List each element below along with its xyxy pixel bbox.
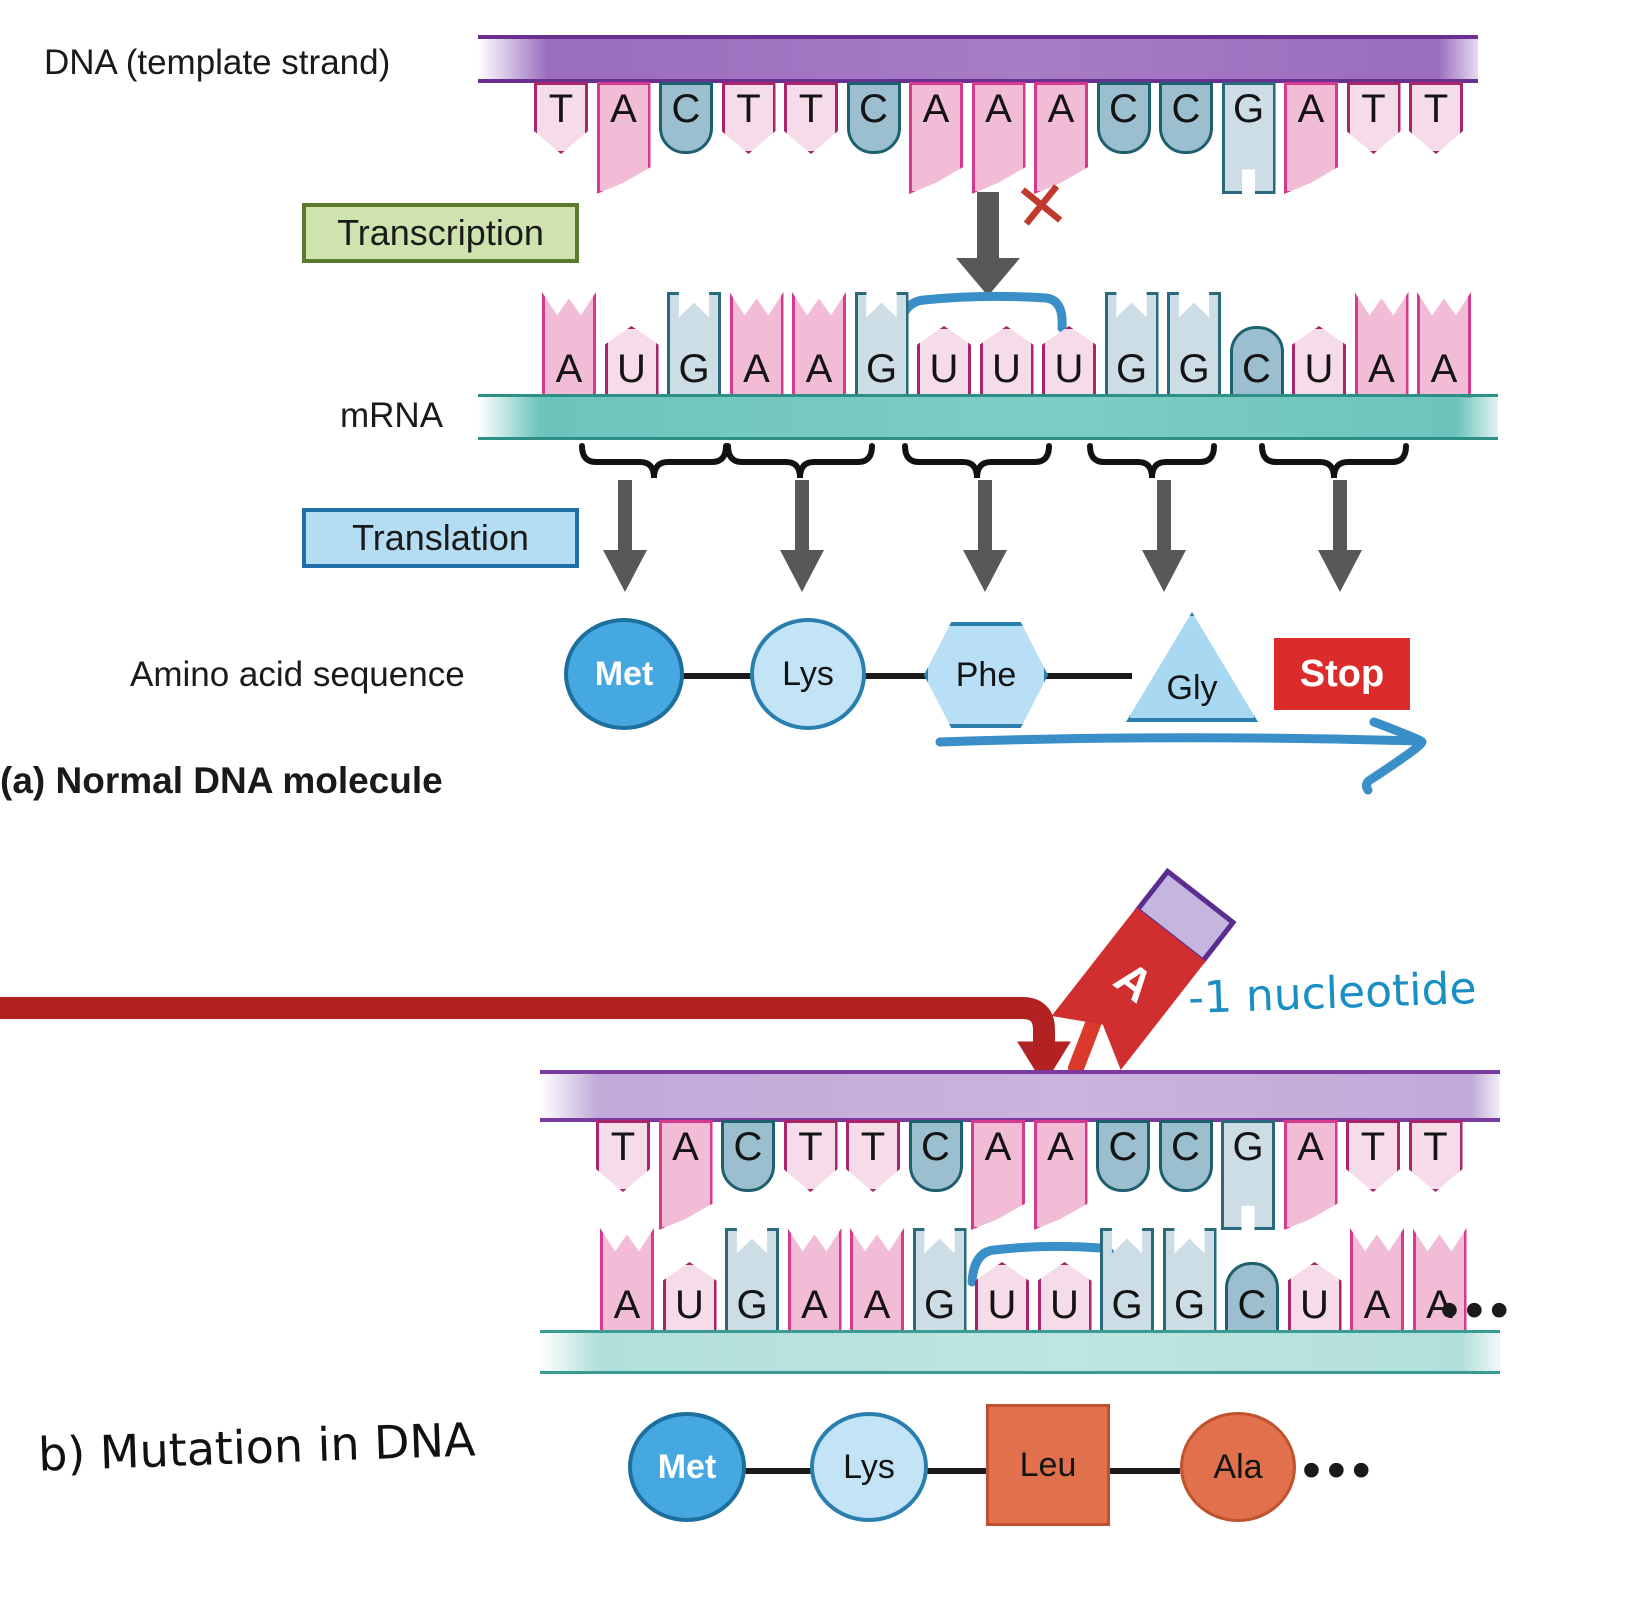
dna-base-c: C bbox=[1096, 82, 1151, 154]
protein-continues-ellipsis-b: ••• bbox=[1302, 1440, 1377, 1500]
peptide-bond bbox=[1110, 1468, 1180, 1474]
dna-base-c: C bbox=[1096, 1120, 1150, 1192]
rna-base-u: U bbox=[917, 326, 971, 398]
amino-acid-stop[interactable]: Stop bbox=[1274, 638, 1410, 710]
peptide-bond bbox=[925, 1468, 987, 1474]
dna-base-c: C bbox=[659, 82, 713, 154]
minus-one-nucleotide-annotation: -1 nucleotide bbox=[1187, 962, 1478, 1025]
mrna-label: mRNA bbox=[340, 396, 444, 435]
dna-base-t: T bbox=[721, 82, 776, 154]
codon-brace-group-a bbox=[579, 443, 1409, 479]
rna-base-g: G bbox=[912, 1228, 967, 1334]
rna-base-c: C bbox=[1225, 1262, 1279, 1334]
rna-base-g: G bbox=[1100, 1228, 1154, 1334]
peptide-bond bbox=[862, 673, 930, 679]
amino-acid-met-b[interactable]: Met bbox=[628, 1412, 746, 1522]
rna-base-g: G bbox=[725, 1228, 779, 1334]
amino-acid-ala-b[interactable]: Ala bbox=[1180, 1412, 1296, 1522]
dna-base-a: A bbox=[971, 1120, 1025, 1230]
rna-base-a: A bbox=[792, 292, 846, 398]
peptide-bond bbox=[1040, 673, 1132, 679]
dna-base-t: T bbox=[534, 82, 588, 154]
translation-box[interactable]: Translation bbox=[302, 508, 579, 568]
mrna-backbone-b bbox=[540, 1330, 1500, 1374]
rna-base-c: C bbox=[1229, 326, 1284, 398]
panel-b-caption: b) Mutation in DNA bbox=[37, 1412, 477, 1482]
rna-base-g: G bbox=[854, 292, 909, 398]
amino-acid-gly[interactable]: Gly bbox=[1126, 612, 1258, 722]
rna-base-a: A bbox=[729, 292, 784, 398]
rna-base-u: U bbox=[662, 1262, 717, 1334]
rna-base-g: G bbox=[667, 292, 721, 398]
rna-base-a: A bbox=[1350, 1228, 1404, 1334]
dna-base-a: A bbox=[1033, 1120, 1088, 1230]
mrna-continues-ellipsis-b: ••• bbox=[1440, 1280, 1515, 1340]
frameshift-arrow-blue bbox=[935, 717, 1427, 795]
transcription-box[interactable]: Transcription bbox=[302, 203, 579, 263]
dna-base-c: C bbox=[846, 82, 901, 154]
dna-base-c: C bbox=[721, 1120, 775, 1192]
dna-backbone-b bbox=[540, 1070, 1500, 1122]
peptide-bond bbox=[745, 1468, 813, 1474]
dna-base-a: A bbox=[1034, 82, 1088, 194]
red-x-annotation: ✕ bbox=[1010, 165, 1074, 248]
amino-acid-sequence-label: Amino acid sequence bbox=[130, 655, 465, 694]
mrna-backbone-a bbox=[478, 394, 1498, 440]
rna-base-u: U bbox=[604, 326, 659, 398]
dna-base-t: T bbox=[1346, 1120, 1400, 1192]
rna-base-a: A bbox=[600, 1228, 654, 1334]
dna-base-a: A bbox=[596, 82, 651, 194]
dna-base-t: T bbox=[846, 1120, 900, 1192]
removed-nucleotide-tile: A bbox=[1051, 867, 1237, 1070]
rna-base-a: A bbox=[787, 1228, 842, 1334]
dna-base-t: T bbox=[1408, 1120, 1463, 1192]
dna-base-a: A bbox=[658, 1120, 713, 1230]
dna-base-c: C bbox=[908, 1120, 963, 1192]
amino-acid-lys[interactable]: Lys bbox=[750, 618, 866, 730]
rna-base-g: G bbox=[1104, 292, 1159, 398]
rna-base-a: A bbox=[1412, 1228, 1467, 1334]
rna-base-u: U bbox=[1042, 326, 1096, 398]
rna-base-g: G bbox=[1162, 1228, 1217, 1334]
dna-base-g: G bbox=[1221, 1120, 1275, 1230]
dna-base-t: T bbox=[596, 1120, 650, 1192]
panel-a-caption: (a) Normal DNA molecule bbox=[0, 760, 443, 801]
rna-base-u: U bbox=[1037, 1262, 1092, 1334]
dna-backbone-a bbox=[478, 35, 1478, 83]
dna-base-g: G bbox=[1221, 82, 1276, 194]
rna-base-u: U bbox=[975, 1262, 1029, 1334]
translation-arrow-group bbox=[603, 480, 1362, 592]
dna-template-strand-label: DNA (template strand) bbox=[44, 43, 391, 82]
rna-base-g: G bbox=[1167, 292, 1221, 398]
dna-base-t: T bbox=[1409, 82, 1463, 154]
dna-base-a: A bbox=[1283, 1120, 1338, 1230]
rna-base-a: A bbox=[1417, 292, 1471, 398]
rna-base-u: U bbox=[1292, 326, 1346, 398]
amino-acid-phe[interactable]: Phe bbox=[924, 622, 1048, 728]
transcription-arrow bbox=[956, 192, 1020, 296]
rna-base-a: A bbox=[850, 1228, 904, 1334]
dna-base-a: A bbox=[1284, 82, 1338, 194]
amino-acid-met[interactable]: Met bbox=[564, 618, 684, 730]
peptide-bond bbox=[682, 673, 754, 679]
rna-base-u: U bbox=[979, 326, 1034, 398]
rna-base-a: A bbox=[1354, 292, 1409, 398]
rna-base-u: U bbox=[1287, 1262, 1342, 1334]
dna-base-c: C bbox=[1158, 1120, 1213, 1192]
dna-base-t: T bbox=[784, 82, 838, 154]
blue-bracket-uuu bbox=[895, 291, 1067, 335]
dna-base-c: C bbox=[1159, 82, 1213, 154]
amino-acid-leu-b[interactable]: Leu bbox=[986, 1404, 1110, 1526]
rna-base-a: A bbox=[542, 292, 596, 398]
amino-acid-lys-b[interactable]: Lys bbox=[810, 1412, 928, 1522]
dna-base-a: A bbox=[909, 82, 963, 194]
dna-base-t: T bbox=[783, 1120, 838, 1192]
dna-base-t: T bbox=[1346, 82, 1401, 154]
